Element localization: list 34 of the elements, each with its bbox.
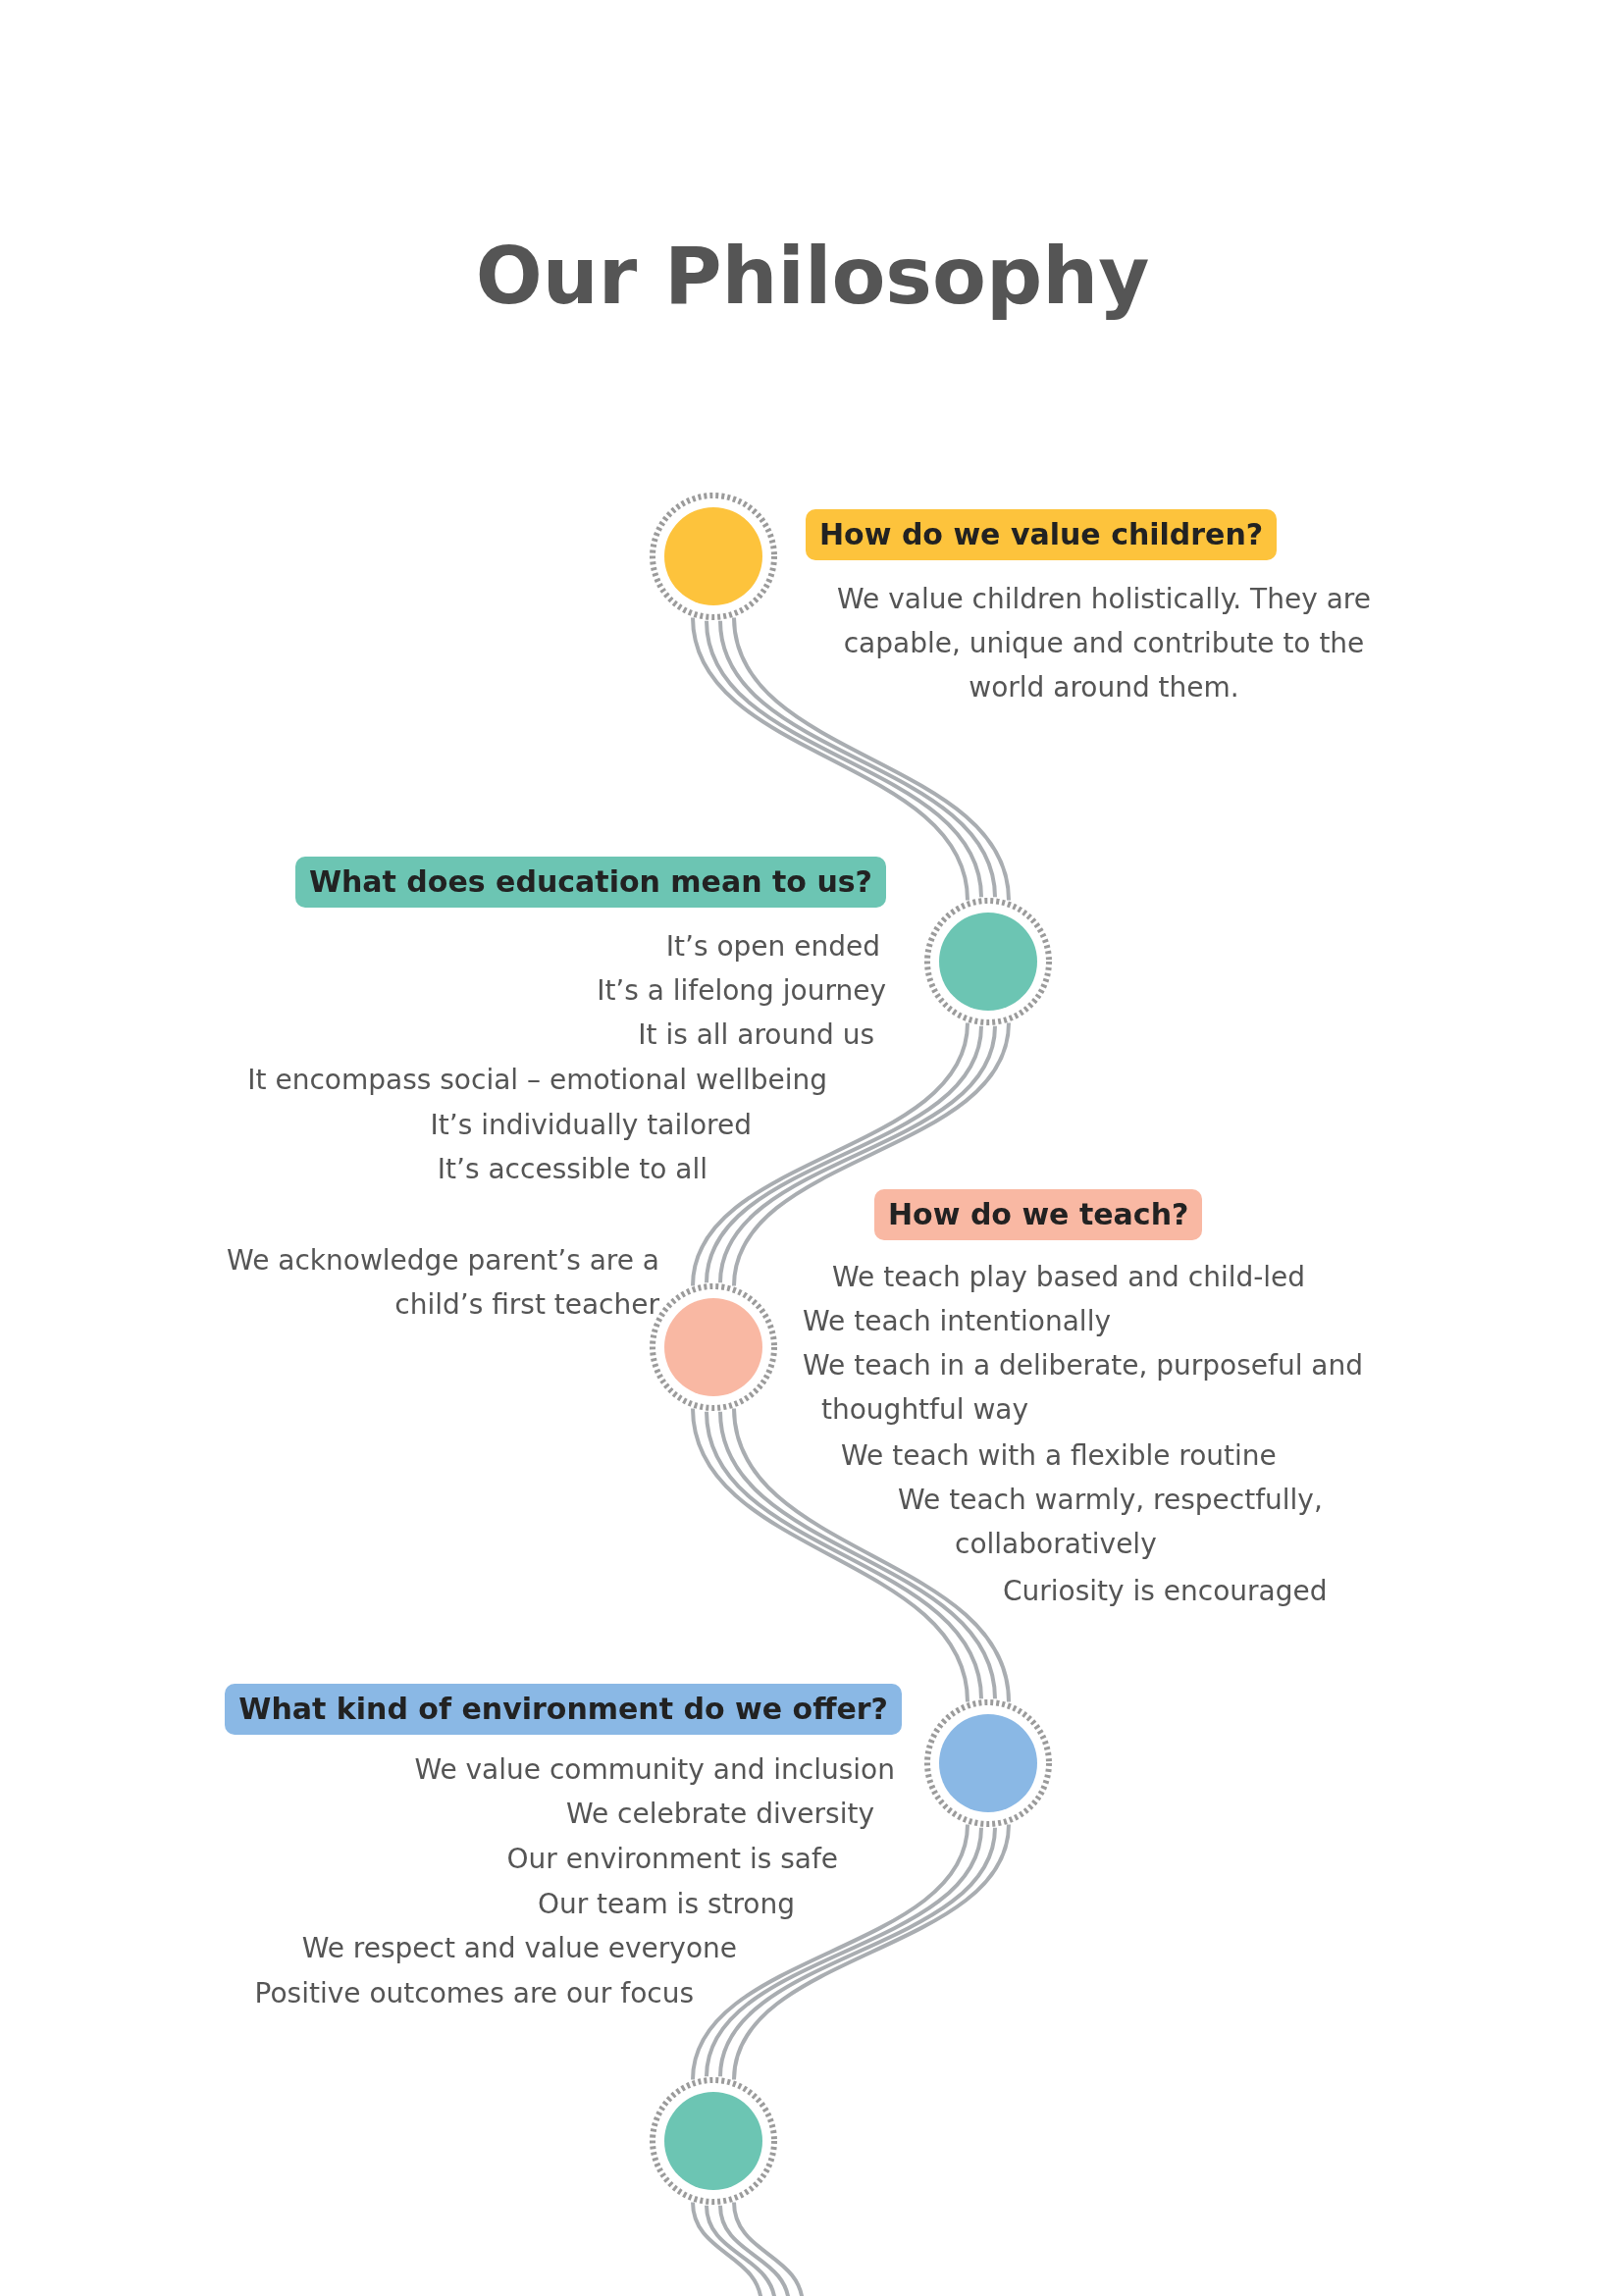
body-text: We acknowledge parent’s are a child’s first teacher (226, 1243, 659, 1323)
body-text: Positive outcomes are our focus (254, 1976, 694, 2011)
body-text: It’s a lifelong journey (597, 973, 886, 1009)
body-text: It is all around us (638, 1018, 874, 1053)
heading-pill: How do we value children? (806, 509, 1278, 560)
page-title: Our Philosophy (475, 231, 1150, 322)
body-text: Our environment is safe (506, 1842, 838, 1877)
body-text: It encompass social – emotional wellbeing (247, 1063, 827, 1098)
body-text: It’s open ended (665, 929, 880, 965)
road-lines (691, 1020, 1011, 1288)
body-text: We celebrate diversity (565, 1797, 874, 1832)
dotted-circle (649, 492, 778, 621)
body-text: It’s individually tailored (430, 1108, 752, 1143)
body-text: We teach intentionally (803, 1304, 1111, 1339)
body-text: We respect and value everyone (301, 1931, 737, 1966)
road-lines (691, 615, 1011, 903)
dotted-circle (923, 897, 1053, 1026)
body-text: We teach with a flexible routine (841, 1438, 1277, 1474)
heading-pill: What does education mean to us? (294, 857, 886, 908)
body-text: We value children holistically. They are capable, unique and contribute to the world around them. (836, 582, 1372, 705)
heading-pill: What kind of environment do we offer? (225, 1684, 902, 1735)
road-lines (691, 1822, 1011, 2082)
body-text: We teach play based and child-led (832, 1260, 1306, 1295)
heading-pill: How do we teach? (874, 1189, 1203, 1240)
road-lines (691, 2200, 805, 2296)
body-text: We value community and inclusion (414, 1752, 895, 1788)
body-text: It’s accessible to all (437, 1152, 707, 1187)
dotted-circle (649, 2076, 778, 2206)
body-text: We teach warmly, respectfully, collaboratively (898, 1483, 1324, 1562)
body-text: Our team is strong (537, 1887, 795, 1922)
body-text: We teach in a deliberate, purposeful and thoughtful way (803, 1348, 1364, 1428)
road-lines (691, 1406, 1011, 1704)
body-text: Curiosity is encouraged (1003, 1574, 1328, 1609)
dotted-circle (923, 1698, 1053, 1828)
